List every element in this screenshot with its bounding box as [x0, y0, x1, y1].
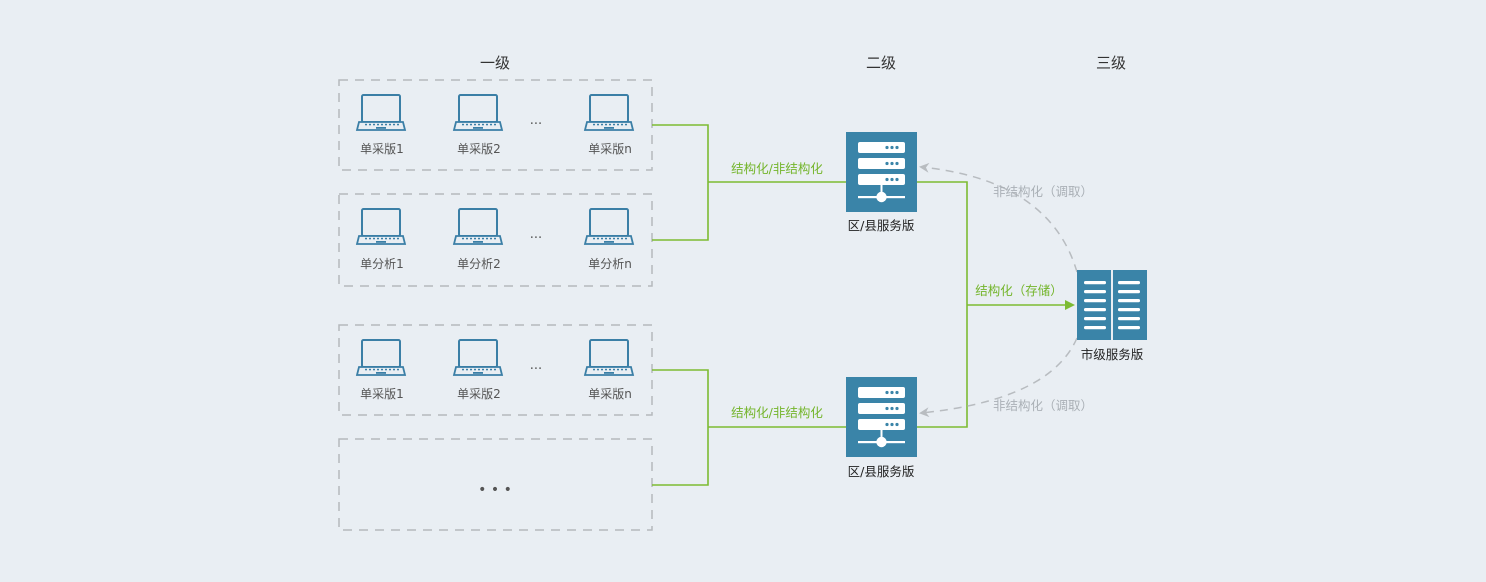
group-1: ... 单采版1 单采版2 单采版n [356, 94, 634, 156]
fetch-arc-top [919, 162, 1078, 273]
node-label: 单采版n [588, 387, 632, 401]
laptop-icon [453, 208, 503, 245]
level-3-heading: 三级 [1096, 54, 1126, 72]
district-server-bottom-icon [846, 377, 917, 457]
laptop-icon [453, 339, 503, 376]
node-label: 单分析1 [360, 257, 404, 271]
laptop-icon [584, 208, 634, 245]
fetch-label-top: 非结构化（调取） [993, 184, 1093, 199]
district-server-top-label: 区/县服务版 [848, 218, 915, 233]
laptop-icon [453, 94, 503, 131]
lower-link-label: 结构化/非结构化 [731, 405, 823, 420]
upper-link-label: 结构化/非结构化 [731, 161, 823, 176]
fetch-label-bottom: 非结构化（调取） [993, 398, 1093, 413]
node-label: 单分析n [588, 257, 632, 271]
group-2: ... 单分析1 单分析2 单分析n [356, 208, 634, 271]
more-groups-ellipsis: • • • [478, 482, 512, 498]
laptop-icon [356, 208, 406, 245]
ellipsis: ... [530, 227, 542, 242]
lower-bracket-line [652, 369, 709, 486]
laptop-icon [356, 339, 406, 376]
node-label: 单采版2 [457, 142, 501, 156]
city-server-icon [1077, 270, 1147, 340]
laptop-icon [584, 94, 634, 131]
group-3: ... 单采版1 单采版2 单采版n [356, 339, 634, 401]
ellipsis: ... [530, 113, 542, 128]
laptop-icon [584, 339, 634, 376]
district-server-top-icon [846, 132, 917, 212]
node-label: 单采版2 [457, 387, 501, 401]
ellipsis: ... [530, 358, 542, 373]
node-label: 单采版1 [360, 387, 404, 401]
district-server-bottom-label: 区/县服务版 [848, 464, 915, 479]
store-bracket-line [917, 181, 968, 428]
node-label: 单采版1 [360, 142, 404, 156]
city-server-label: 市级服务版 [1081, 347, 1144, 362]
node-label: 单采版n [588, 142, 632, 156]
upper-bracket-line [652, 124, 709, 241]
level-1-heading: 一级 [480, 54, 510, 72]
fetch-arc-bottom [919, 337, 1078, 418]
node-label: 单分析2 [457, 257, 501, 271]
laptop-icon [356, 94, 406, 131]
store-label: 结构化（存储） [975, 283, 1063, 298]
level-2-heading: 二级 [866, 54, 896, 72]
